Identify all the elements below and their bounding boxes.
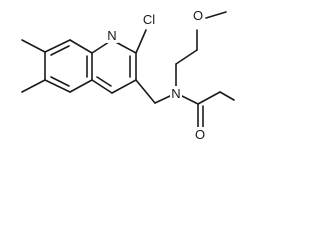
chlorine-label: Cl: [143, 12, 155, 27]
bond: [44, 79, 71, 93]
ring-nitrogen-label: N: [107, 28, 116, 43]
bond: [175, 49, 198, 65]
benzo-ring: [44, 39, 93, 93]
bond: [197, 91, 221, 105]
methyl-bond: [21, 39, 46, 53]
bond: [154, 95, 171, 104]
amide-nitrogen-label: N: [171, 86, 180, 101]
bond: [219, 91, 235, 101]
bond: [44, 39, 71, 53]
double-bond-inner: [50, 45, 70, 56]
bond: [91, 79, 113, 94]
bond: [205, 11, 227, 19]
bond: [69, 39, 93, 54]
bond: [135, 79, 156, 104]
ether-oxygen-label: O: [193, 8, 203, 23]
pyridine-ring: [91, 39, 137, 94]
double-bond-inner: [50, 76, 70, 87]
carbonyl-oxygen-label: O: [195, 127, 205, 142]
bond: [111, 79, 137, 94]
bond: [69, 79, 93, 93]
double-bond-inner: [96, 76, 112, 87]
molecule-diagram: N Cl O N O: [21, 8, 235, 143]
methyl-bond: [21, 79, 46, 93]
c-cl-bond: [135, 29, 147, 54]
bond: [181, 95, 199, 105]
